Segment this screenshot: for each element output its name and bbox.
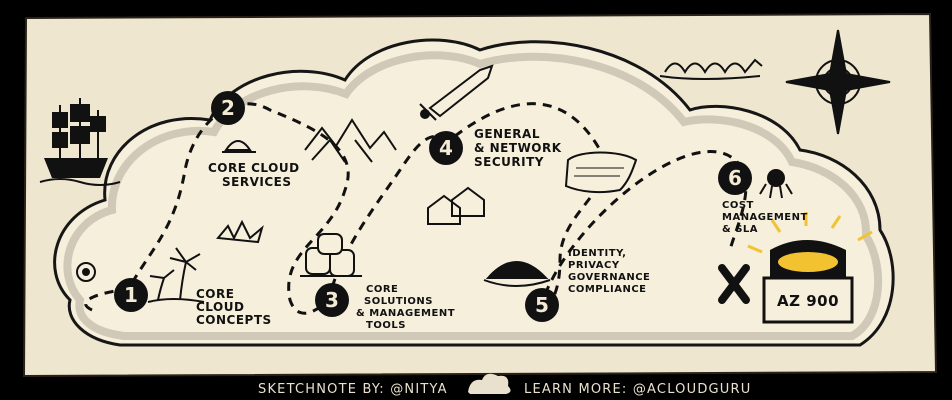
chest-label: AZ 900 <box>777 292 839 310</box>
x-marks-the-spot-icon <box>718 264 750 304</box>
octopus-icon <box>759 169 793 199</box>
stop-label-line: CORE <box>366 284 398 295</box>
huts-icon <box>427 186 485 225</box>
stop-label-line: GENERAL <box>474 127 540 141</box>
cloud-island-shading <box>63 51 883 340</box>
flower-icon <box>76 262 96 282</box>
stop-label-line: & MANAGEMENT <box>356 308 455 319</box>
stop-label-line: MANAGEMENT <box>722 212 808 223</box>
stop-5: 5 IDENTITY, PRIVACY GOVERNANCE COMPLIANC… <box>525 248 650 322</box>
sea-serpent-icon <box>659 58 763 80</box>
stop-label-line: CLOUD <box>196 300 244 314</box>
stop-4: 4 GENERAL & NETWORK SECURITY <box>429 127 562 169</box>
stop-label-line: GOVERNANCE <box>568 272 650 283</box>
stop-2: 2 CORE CLOUD SERVICES <box>208 91 300 189</box>
treasure-chest-icon <box>747 212 873 324</box>
stop-label-line: SECURITY <box>474 155 544 169</box>
stop-label-line: COST <box>722 200 754 211</box>
learn-more-link[interactable]: LEARN MORE: @ACLOUDGURU <box>524 382 751 397</box>
palm-trees-icon <box>147 247 205 303</box>
pirate-ship-icon <box>39 98 121 186</box>
pirate-hat-icon <box>483 261 551 287</box>
stop-number: 3 <box>325 288 339 312</box>
stop-label-line: SOLUTIONS <box>364 296 433 307</box>
compass-rose-icon <box>785 29 891 135</box>
stop-label-line: CONCEPTS <box>196 313 272 327</box>
stop-number: 2 <box>221 96 235 120</box>
stop-label-line: PRIVACY <box>568 260 620 271</box>
route-path <box>84 102 748 315</box>
sword-icon <box>419 64 494 121</box>
shrub-icon <box>216 219 264 244</box>
stop-1: 1 CORE CLOUD CONCEPTS <box>114 278 272 327</box>
stop-number: 6 <box>728 166 742 190</box>
stop-6: 6 COST MANAGEMENT & SLA <box>718 161 808 235</box>
stop-label-line: IDENTITY, <box>568 248 626 259</box>
stop-label-line: CORE CLOUD <box>208 161 300 175</box>
sketchnote-credit: SKETCHNOTE BY: @NITYA <box>258 382 448 397</box>
stop-number: 1 <box>124 283 138 307</box>
stop-number: 5 <box>535 293 549 317</box>
stop-label-line: TOOLS <box>366 320 406 331</box>
island-map-icon <box>564 151 638 194</box>
stop-label-line: & SLA <box>722 224 758 235</box>
stop-label-line: SERVICES <box>222 175 291 189</box>
stop-3: 3 CORE SOLUTIONS & MANAGEMENT TOOLS <box>315 283 455 331</box>
mountains-icon <box>304 118 397 163</box>
stop-label-line: COMPLIANCE <box>568 284 647 295</box>
stop-label-line: CORE <box>196 287 234 301</box>
stop-label-line: & NETWORK <box>474 141 562 155</box>
stop-number: 4 <box>439 136 453 160</box>
cloud-icon <box>468 373 511 394</box>
barrels-icon <box>300 233 362 277</box>
